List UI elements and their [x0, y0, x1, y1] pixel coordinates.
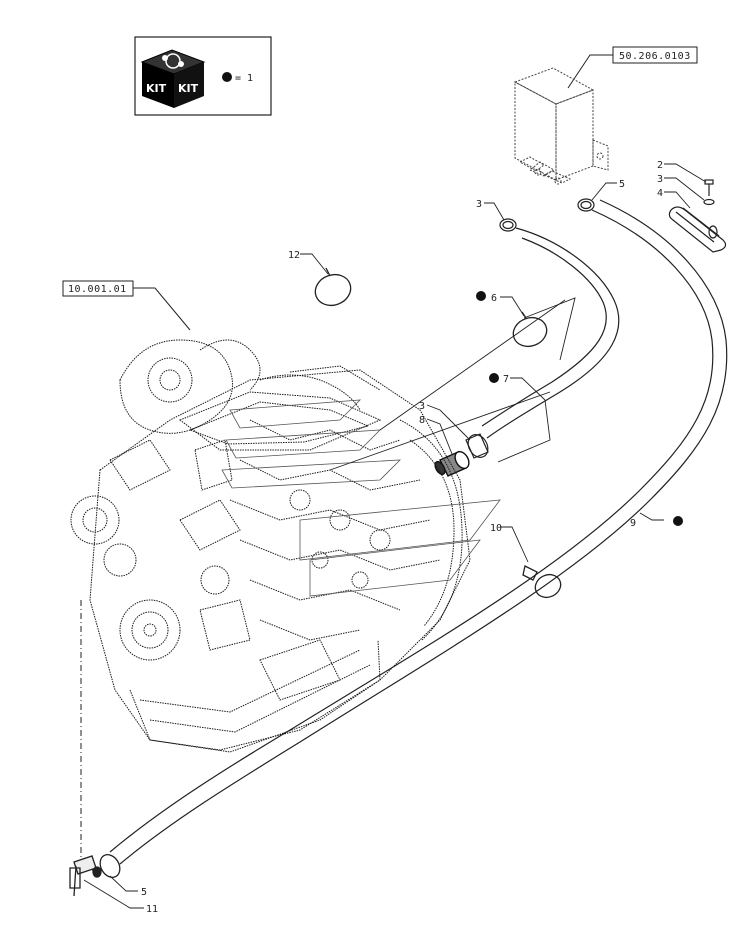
engine-ref-label: 10.001.01 [68, 284, 127, 295]
kit-word-right: KIT [178, 82, 199, 95]
callout-12: 12 [288, 250, 300, 261]
engine-ref-box: 10.001.01 [62, 280, 191, 331]
callout-6: 6 [491, 293, 497, 304]
fitting-8 [434, 450, 470, 477]
hose-9 [109, 199, 728, 865]
hose-clip-bracket [668, 179, 727, 253]
kit-bullet-icon [222, 72, 232, 82]
control-module [513, 67, 609, 185]
callout-3-mid: 3 [419, 401, 425, 412]
fitting-3-mid [465, 433, 489, 459]
module-ref-label: 50.206.0103 [619, 51, 691, 62]
clamp-3-top [499, 218, 517, 232]
kit-word-left: KIT [146, 82, 167, 95]
clamp-12 [314, 267, 352, 307]
engine-assembly [70, 339, 471, 753]
callout-11: 11 [146, 904, 158, 915]
callout-5-bottom: 5 [141, 887, 147, 898]
kit-equals-label: = 1 [235, 73, 253, 84]
kit-bullet-6-icon [476, 291, 486, 301]
callouts [83, 163, 707, 909]
module-ref-box: 50.206.0103 [567, 46, 698, 89]
kit-legend: KIT KIT = 1 [134, 36, 272, 116]
callout-9: 9 [630, 518, 636, 529]
kit-bullet-7-icon [489, 373, 499, 383]
callout-4: 4 [657, 188, 663, 199]
clamp-5-top [577, 198, 595, 212]
clamp-10 [522, 565, 562, 599]
kit-bullet-9-icon [673, 516, 683, 526]
kit-icon: KIT KIT [140, 49, 206, 108]
hose-7 [481, 227, 620, 439]
watermark-logo [221, 399, 501, 597]
callout-10: 10 [490, 523, 502, 534]
clamp-6 [512, 311, 548, 348]
callout-2: 2 [657, 160, 663, 171]
bottom-tee-fitting [69, 854, 121, 897]
callout-7: 7 [503, 374, 509, 385]
callout-5-top: 5 [619, 179, 625, 190]
callout-3-top: 3 [476, 199, 482, 210]
callout-labels: 2 3 4 3 5 12 6 7 3 8 10 9 5 11 [141, 160, 663, 915]
callout-8: 8 [419, 415, 425, 426]
kit-bullets [476, 291, 683, 526]
kit-legend-frame [134, 36, 272, 116]
callout-3-clip: 3 [657, 174, 663, 185]
